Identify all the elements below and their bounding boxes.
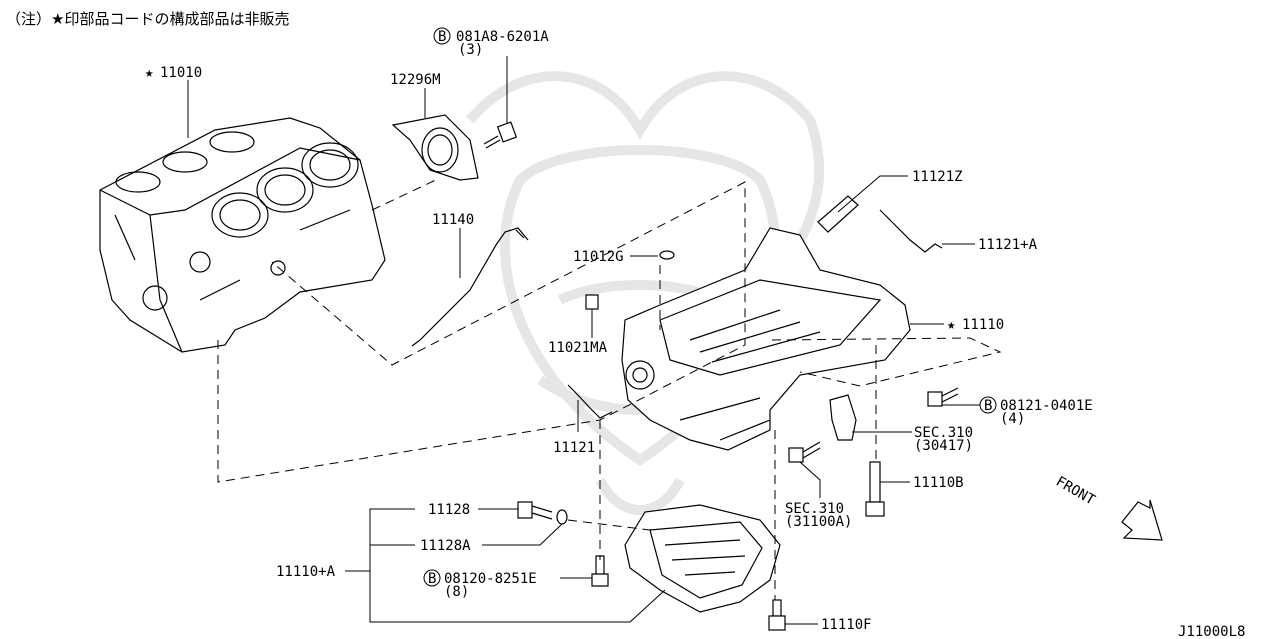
label-08120: 08120-8251E — [444, 571, 537, 587]
bolt-11110b — [865, 461, 885, 517]
label-11121z: 11121Z — [912, 169, 963, 185]
bolt-11110f — [768, 599, 786, 631]
bolt-08120 — [591, 555, 609, 587]
bracket-11121a — [879, 209, 943, 253]
baffle-11121z — [817, 195, 859, 233]
sensor-sec310-30417 — [829, 394, 857, 441]
label-11121a: 11121+A — [978, 237, 1038, 253]
oil-seal-retainer-12296m — [391, 114, 479, 181]
label-sec310-a: SEC.310 — [914, 425, 973, 441]
cylinder-block-11010 — [99, 117, 386, 353]
circle-b-badge — [433, 27, 451, 45]
label-sec310-b: SEC.310 — [785, 501, 844, 517]
oil-pan-upper-11110 — [621, 227, 911, 451]
leader-11128a — [482, 523, 563, 546]
assembly-dashed-lines — [217, 177, 1002, 600]
leader-sec310-31100a — [799, 461, 821, 498]
label-sec310-a-ref: (30417) — [914, 438, 973, 454]
bolt-sec310-31100a — [788, 441, 821, 463]
star-mark: ★ — [145, 65, 154, 81]
circle-b-letter-08121: B — [984, 398, 992, 414]
washer-11128a — [556, 509, 568, 525]
front-arrow-icon — [1121, 499, 1163, 541]
leader-11121z — [837, 175, 908, 213]
star-mark-11110: ★ — [947, 317, 956, 333]
circle-b-badge-08120 — [423, 569, 441, 587]
label-081a8: 081A8-6201A — [456, 29, 549, 45]
label-12296m: 12296M — [390, 72, 441, 88]
label-081a8-qty: (3) — [458, 42, 483, 58]
label-sec310-b-ref: (31100A) — [785, 514, 852, 530]
note-text: （注）★印部品コードの構成部品は非販売 — [6, 10, 289, 28]
circle-b-badge-08121 — [979, 396, 997, 414]
label-11140: 11140 — [432, 212, 474, 228]
bracket-11121 — [567, 384, 613, 419]
drain-plug-11128 — [517, 501, 553, 520]
label-08121-qty: (4) — [1000, 411, 1025, 427]
label-11110: 11110 — [962, 317, 1004, 333]
label-11010: 11010 — [160, 65, 202, 81]
bracket-line-11110a — [369, 508, 666, 623]
oil-gauge-11140 — [411, 227, 529, 347]
plug-11021ma — [585, 294, 599, 310]
label-11110f: 11110F — [821, 617, 872, 633]
bolt-081a8 — [483, 121, 518, 149]
label-08121: 08121-0401E — [1000, 398, 1093, 414]
label-11110b: 11110B — [913, 475, 964, 491]
label-11128a: 11128A — [420, 538, 471, 554]
circle-b-letter-08120: B — [428, 571, 436, 587]
oil-pan-lower — [624, 504, 781, 613]
label-11110a: 11110+A — [276, 564, 336, 580]
label-08120-qty: (8) — [444, 584, 469, 600]
label-11012g: 11012G — [573, 249, 624, 265]
diagram-code: J11000L8 — [1178, 624, 1245, 639]
label-11021ma: 11021MA — [548, 340, 608, 356]
watermark-crest — [466, 71, 825, 515]
plug-11012g — [659, 250, 675, 260]
circle-b-letter: B — [438, 29, 446, 45]
front-label: FRONT — [1053, 474, 1098, 509]
label-11128: 11128 — [428, 502, 470, 518]
label-11121: 11121 — [553, 440, 595, 456]
bolt-08121 — [927, 387, 959, 407]
